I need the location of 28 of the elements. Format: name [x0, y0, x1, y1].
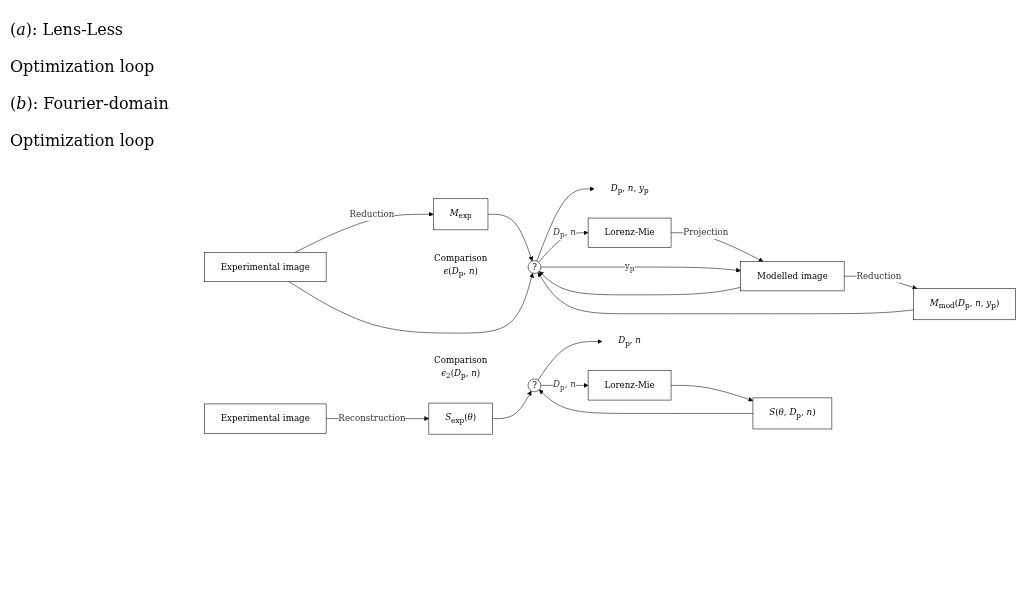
node-box: Lorenz-Mie	[587, 370, 671, 401]
text-label: Optimization loop	[10, 131, 156, 150]
node-label: Comparison	[433, 252, 487, 264]
node-circle: ?	[527, 378, 541, 393]
node-text: D$_{p}$, n	[617, 335, 641, 348]
node-box: Lorenz-Mie	[587, 218, 671, 248]
text-label: (b): Fourier-domain	[10, 94, 170, 113]
edge-label: Reconstruction	[337, 413, 406, 424]
edge-label: Reduction	[855, 270, 901, 282]
node-box: S(θ, D$_{p}$, n)	[752, 397, 832, 430]
node-label: ϵ(D$_{p}$, n)	[442, 265, 478, 279]
edge-label: Projection	[682, 227, 728, 238]
edge-label: Reduction	[349, 209, 394, 220]
node-box: M$_{exp}$	[432, 198, 488, 231]
node-box: S$_{exp}$(θ)	[428, 403, 493, 435]
node-label: ϵ$_{2}$(D$_{p}$, n)	[440, 367, 480, 380]
node-box: M$_{mod}$(D$_{p}$, n, y$_{p}$)	[912, 288, 1016, 321]
text-label: (a): Lens-Less	[10, 20, 125, 39]
edge-label: D$_{p}$, n	[552, 379, 576, 392]
node-box: Experimental image	[203, 403, 326, 434]
edge-label: D$_{p}$, n	[552, 226, 576, 239]
node-box: Modelled image	[739, 261, 844, 292]
node-box: Experimental image	[203, 252, 326, 283]
node-circle: ?	[527, 260, 541, 274]
node-text: D$_{p}$, n, y$_{p}$	[610, 182, 649, 195]
text-label: Optimization loop	[10, 57, 156, 76]
edge-label: y$_{p}$	[624, 260, 634, 274]
node-label: Comparison	[433, 354, 487, 366]
